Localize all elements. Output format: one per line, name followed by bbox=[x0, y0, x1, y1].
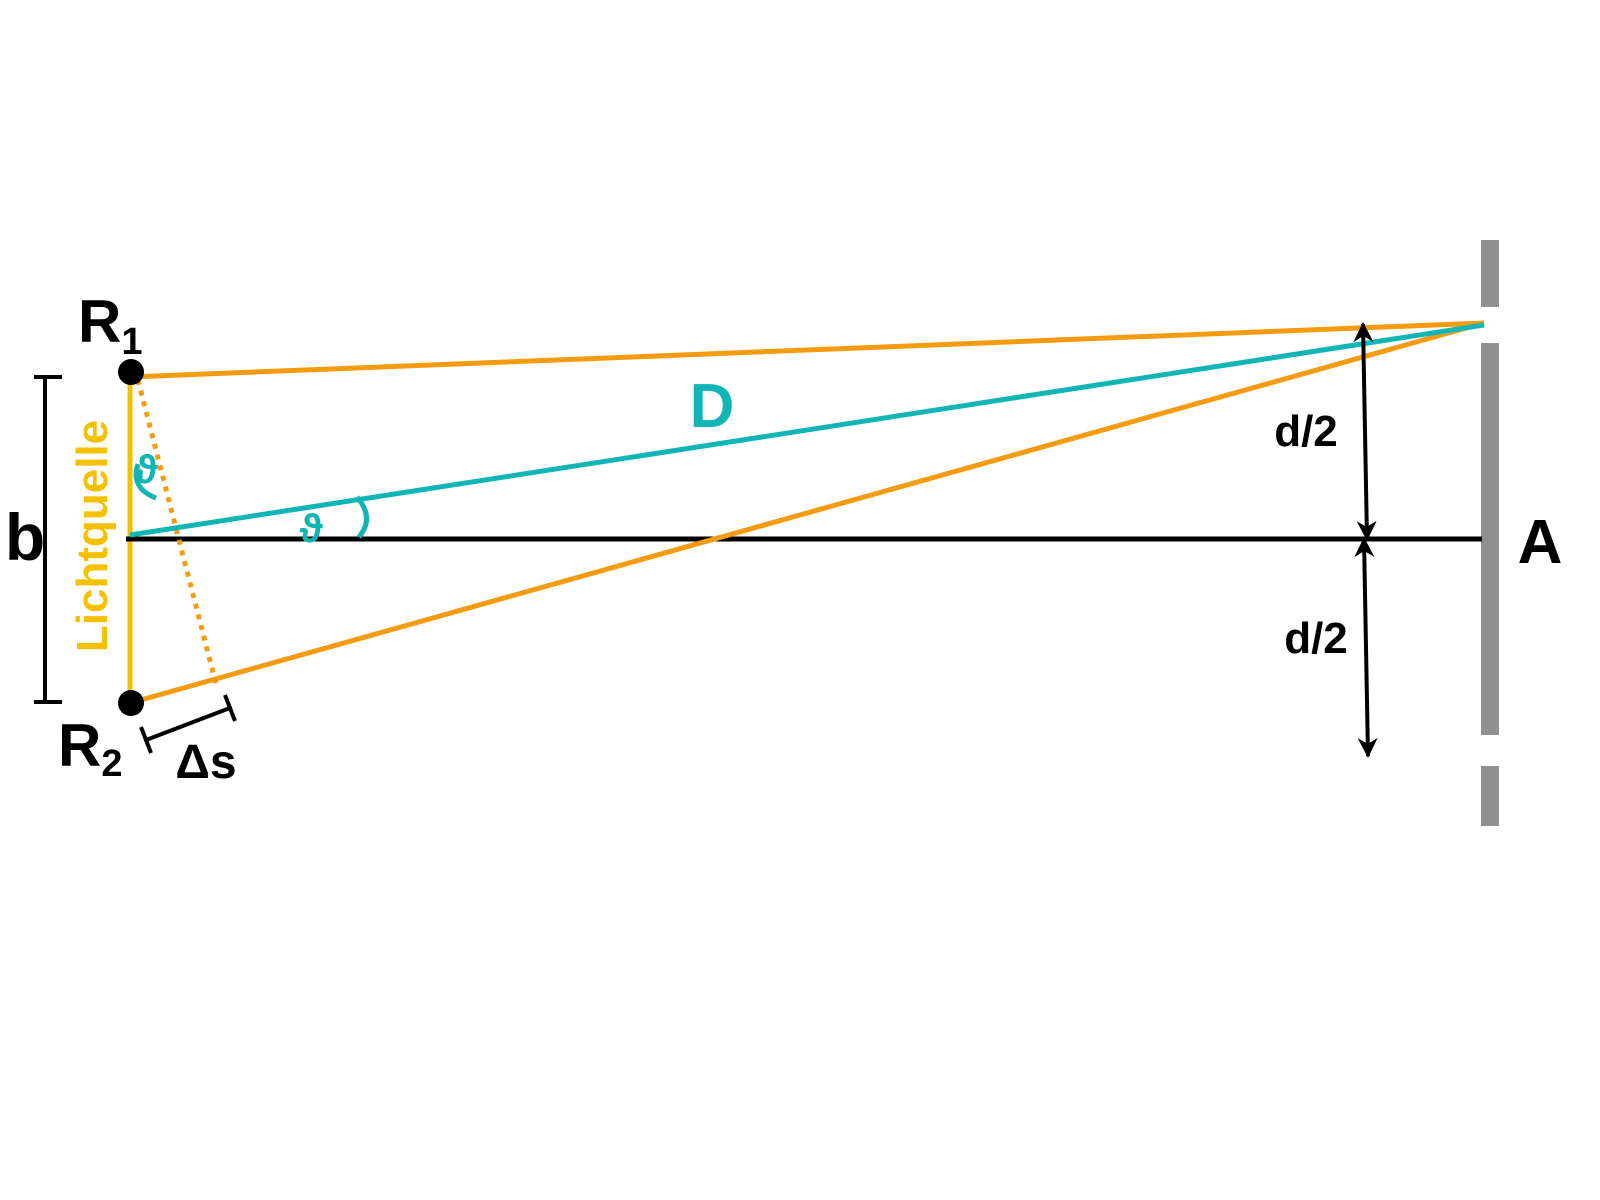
ray-from-r2 bbox=[129, 320, 1485, 706]
distance-label-d: D bbox=[690, 372, 735, 441]
aperture-label-a: A bbox=[1518, 508, 1563, 577]
distance-line-d bbox=[129, 322, 1485, 538]
screen-segment-middle bbox=[1481, 343, 1499, 735]
aperture-screen bbox=[1481, 240, 1499, 826]
half-d-arrow-lower bbox=[1354, 537, 1378, 758]
r2-label-subscript: 2 bbox=[101, 743, 122, 785]
screen-segment-top bbox=[1481, 240, 1499, 307]
angle-label-axis: ϑ bbox=[299, 507, 323, 551]
angle-arc-axis bbox=[355, 495, 369, 539]
r1-label-letter: R bbox=[78, 288, 121, 355]
delta-s-label: Δs bbox=[175, 736, 236, 789]
screen-segment-bottom bbox=[1481, 766, 1499, 826]
separation-bracket-b bbox=[34, 375, 62, 704]
r1-label-subscript: 1 bbox=[121, 321, 142, 363]
path-difference-construction-line bbox=[135, 379, 219, 685]
delta-s-dimension-bar bbox=[139, 694, 237, 754]
light-source-label: Lichtquelle bbox=[68, 420, 117, 652]
angle-label-source: ϑ bbox=[134, 448, 158, 492]
source-point-r1 bbox=[118, 359, 144, 385]
r2-label-letter: R bbox=[58, 712, 101, 779]
r2-label: R2 bbox=[58, 712, 122, 785]
half-d-arrow-upper bbox=[1353, 322, 1377, 541]
ray-from-r1 bbox=[129, 320, 1485, 380]
half-d-label-lower: d/2 bbox=[1284, 614, 1348, 663]
half-d-label-upper: d/2 bbox=[1274, 407, 1338, 456]
separation-label-b: b bbox=[5, 500, 45, 574]
source-point-r2 bbox=[118, 690, 144, 716]
angle-arc-source bbox=[133, 463, 157, 501]
r1-label: R1 bbox=[78, 288, 142, 363]
